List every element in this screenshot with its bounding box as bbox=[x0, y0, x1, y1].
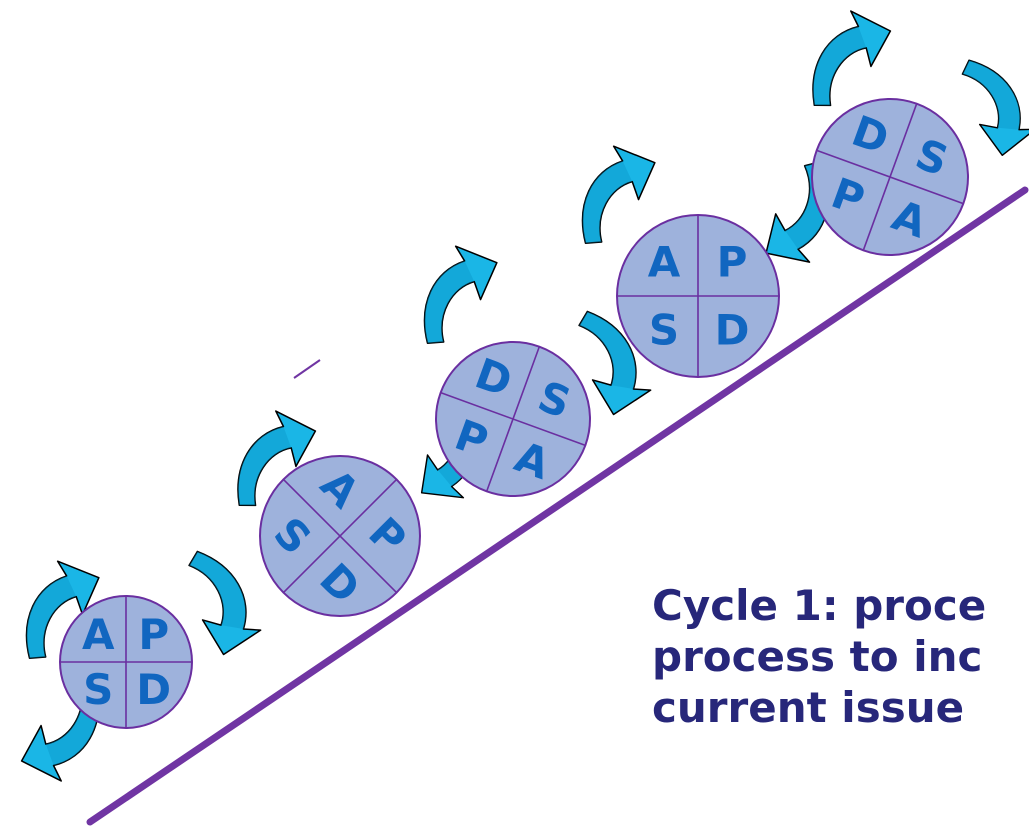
wheel-letter-top-left: A bbox=[648, 237, 681, 286]
wheel-divider-vertical bbox=[862, 103, 918, 251]
wheel-letter-bottom-right: D bbox=[715, 306, 750, 355]
slope-line bbox=[86, 186, 1029, 826]
wheel-letter-bottom-right: D bbox=[136, 665, 171, 714]
wheel-divider-vertical bbox=[282, 478, 398, 594]
stray-line-segment bbox=[293, 359, 321, 379]
wheel-letter-bottom-left: S bbox=[649, 306, 679, 355]
wheel-letter-top-right: P bbox=[138, 610, 169, 659]
cycle-caption: Cycle 1: proce process to inc current is… bbox=[652, 580, 1029, 770]
caption-line-3: current issue bbox=[652, 683, 965, 732]
caption-line-2: process to inc bbox=[652, 632, 983, 681]
wheel-letter-top-left: A bbox=[82, 610, 115, 659]
caption-line-1: Cycle 1: proce bbox=[652, 581, 987, 630]
cycle-arrow-icon bbox=[394, 232, 519, 350]
cycle-arrow-icon bbox=[954, 59, 1029, 159]
wheel-letter-top-right: P bbox=[717, 237, 748, 286]
wheel-divider-vertical bbox=[485, 346, 541, 492]
wheel-letter-bottom-left: S bbox=[83, 665, 113, 714]
cycle-arrow-icon bbox=[787, 0, 909, 112]
